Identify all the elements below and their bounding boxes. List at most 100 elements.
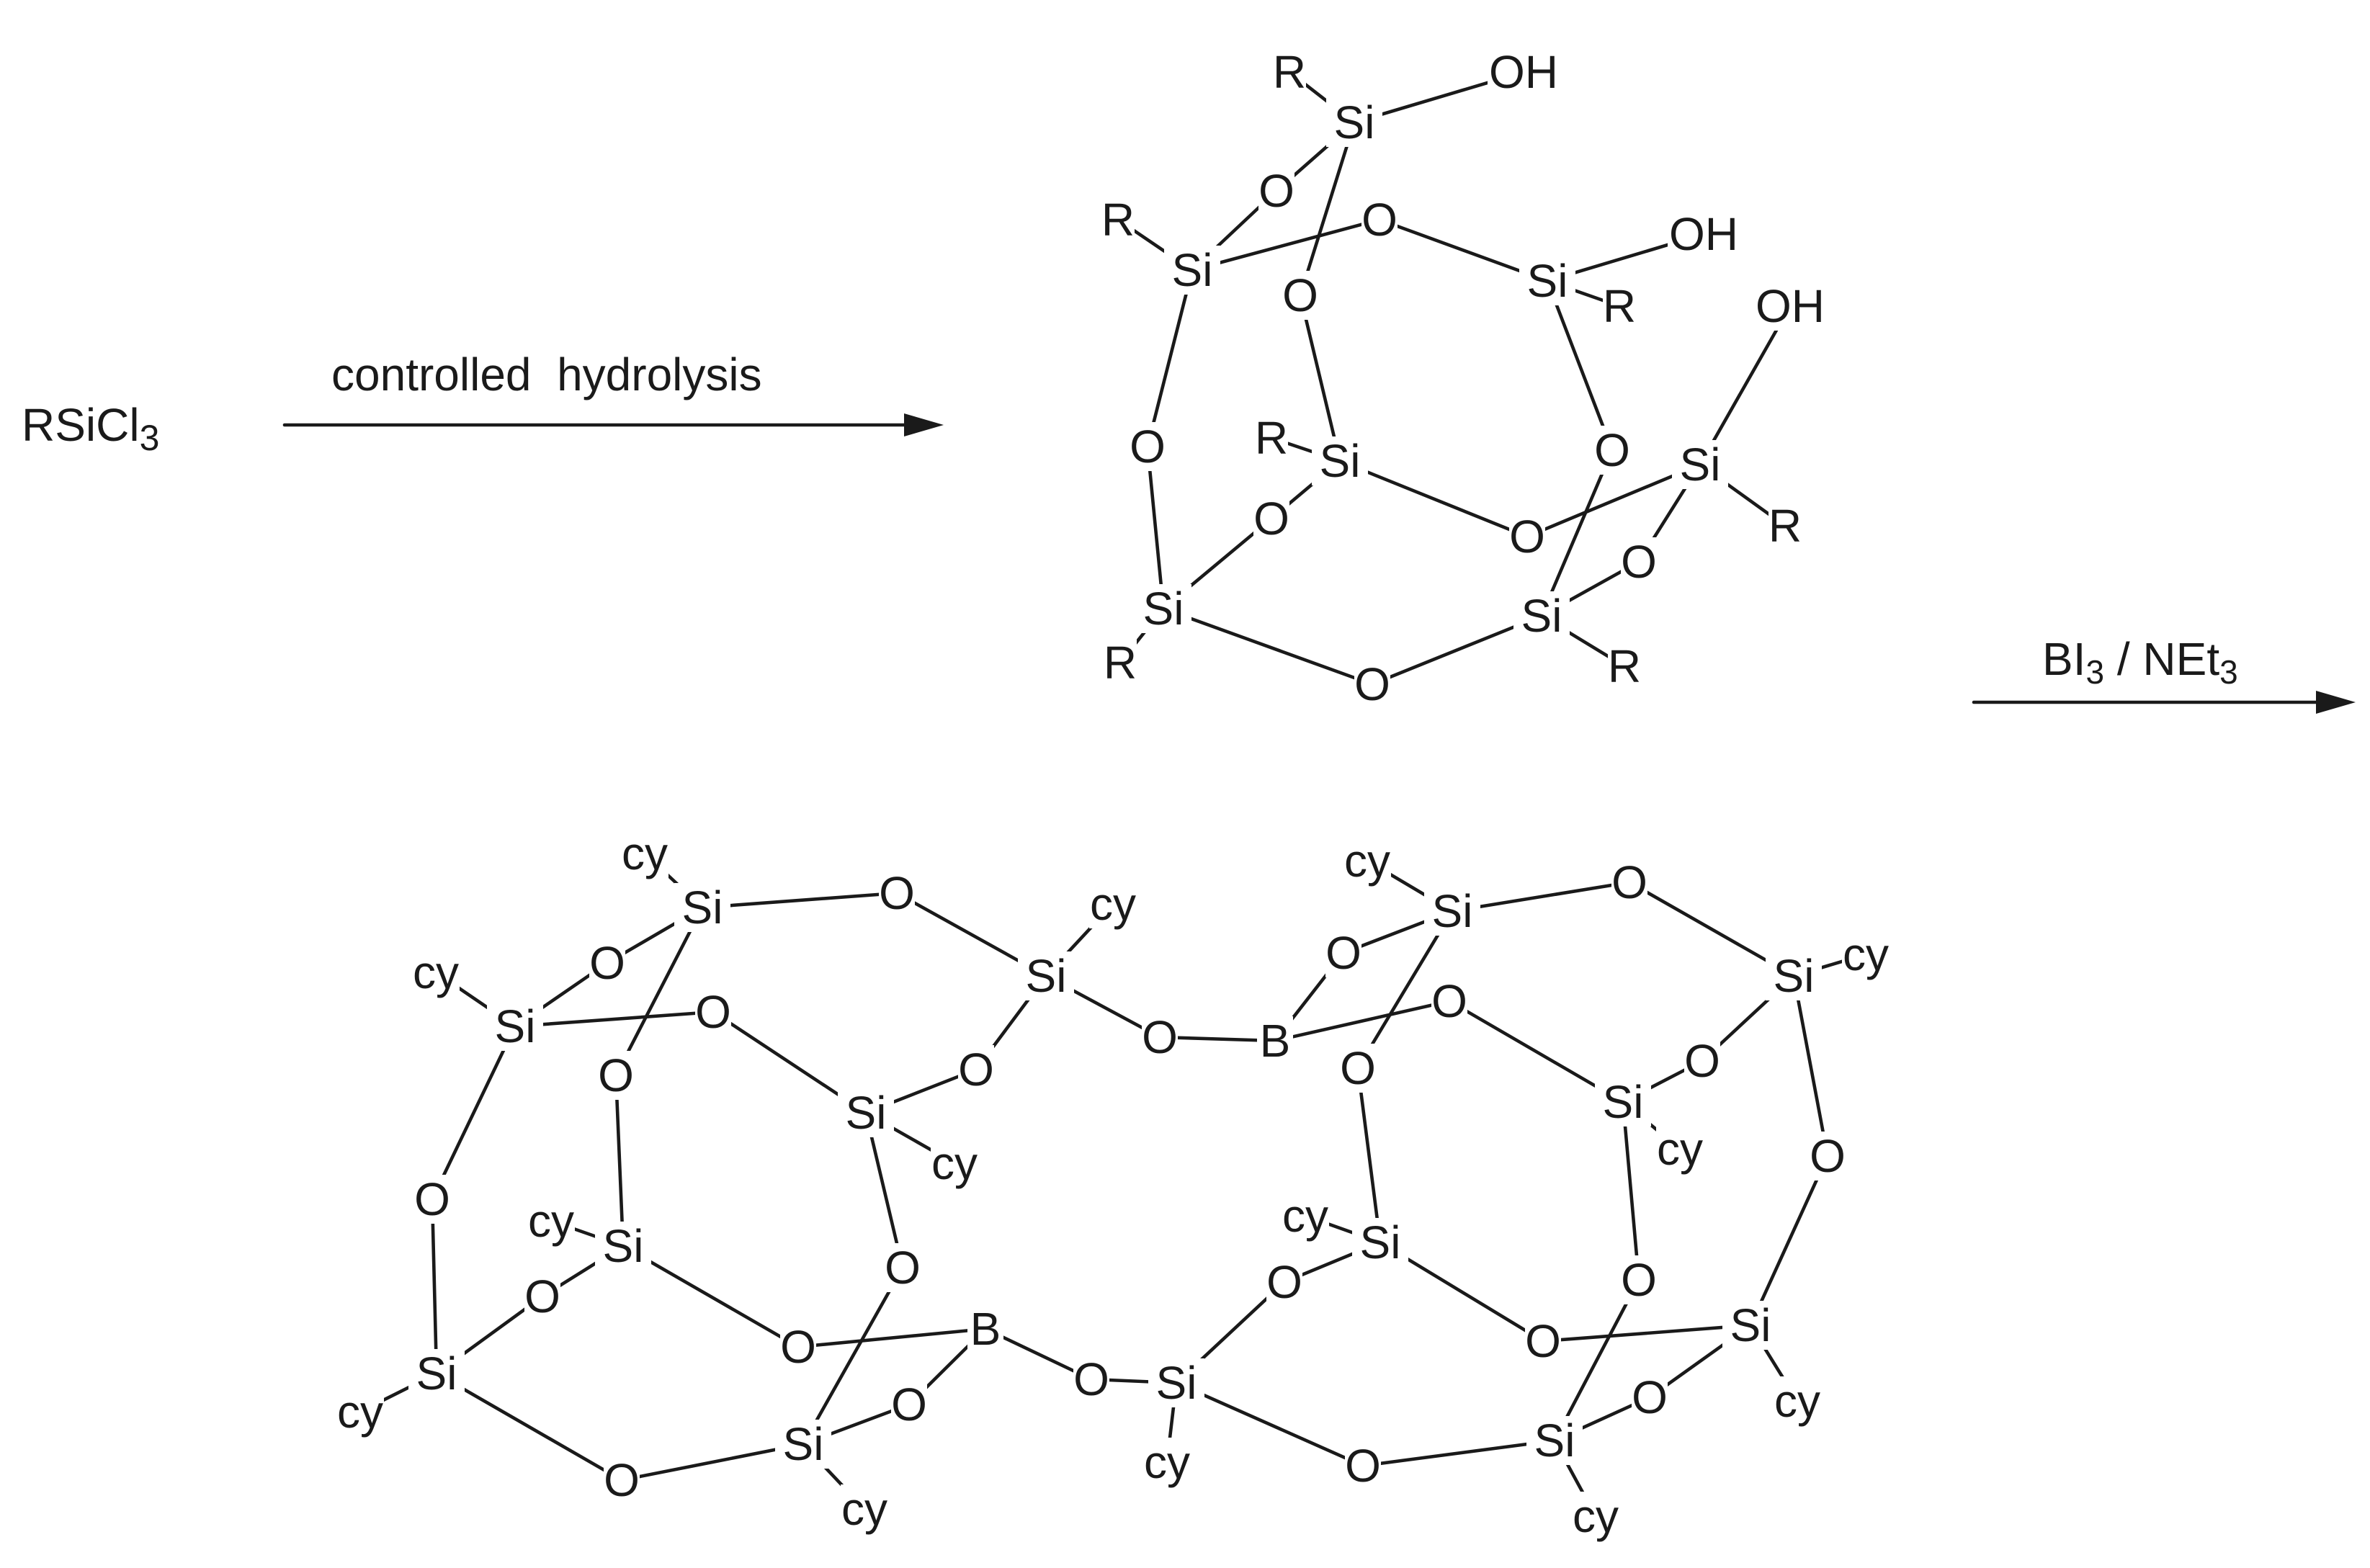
bond-t_si2-t_o4	[1145, 268, 1194, 449]
cyclohexyl-substituent-label: cy	[1282, 1190, 1328, 1242]
oxygen-atom-label: O	[1509, 511, 1545, 563]
cyclohexyl-substituent: cy	[621, 828, 668, 879]
bond-c12-c18	[1552, 1278, 1641, 1443]
oxygen-atom-label: O	[1684, 1035, 1720, 1087]
oxygen-atom: O	[1253, 493, 1289, 545]
silicon-atom-label: Si	[495, 1000, 536, 1052]
silicon-atom-label: Si	[783, 1418, 824, 1470]
oxygen-atom: O	[1142, 1011, 1178, 1063]
silicon-atom: Si	[838, 1087, 894, 1139]
oxygen-atom: O	[1684, 1035, 1720, 1087]
silicon-atom: Si	[674, 882, 730, 933]
oxygen-atom: O	[879, 867, 915, 919]
oxygen-atom: O	[1632, 1371, 1668, 1423]
oxygen-atom: O	[598, 1049, 634, 1101]
cyclohexyl-substituent-label: cy	[1344, 835, 1390, 887]
silicon-atom-label: Si	[1156, 1357, 1197, 1409]
oxygen-atom: O	[1340, 1042, 1376, 1094]
oxygen-atom: O	[1621, 536, 1657, 588]
oxygen-atom-label: O	[414, 1173, 450, 1225]
silicon-atom-label: Si	[1680, 439, 1721, 490]
oxygen-atom-label: O	[1810, 1130, 1846, 1182]
silicon-atom-label: Si	[1603, 1076, 1644, 1128]
oxygen-atom-label: O	[589, 937, 625, 989]
arrow-label-reagents: BI3 / NEt3	[2042, 633, 2238, 691]
oxygen-atom: O	[1361, 194, 1398, 246]
oxygen-atom: O	[1073, 1353, 1109, 1405]
r-substituent: R	[1101, 194, 1135, 246]
arrow-label-hydrolysis: controlled hydrolysis	[331, 349, 762, 400]
bond-a16-B2	[796, 1327, 988, 1349]
oxygen-atom: O	[1325, 927, 1361, 979]
bond-t_o5-t_si7	[1539, 448, 1614, 618]
cyclohexyl-substituent: cy	[1282, 1190, 1329, 1242]
r-substituent: R	[1603, 280, 1636, 332]
cyclohexyl-substituent-label: cy	[1843, 928, 1889, 980]
silicon-atom-label: Si	[1730, 1299, 1771, 1351]
silicon-atom: Si	[408, 1348, 465, 1399]
silicon-atom-label: Si	[1320, 435, 1361, 487]
oxygen-atom: O	[1431, 975, 1467, 1027]
bond-c8-c12	[1621, 1100, 1641, 1282]
bond-a12-a15	[430, 1197, 439, 1376]
oxygen-atom-label: O	[891, 1379, 927, 1430]
cyclohexyl-substituent: cy	[931, 1137, 978, 1189]
reactant-formula: RSiCl3	[22, 399, 159, 458]
cyclohexyl-substituent: cy	[1774, 1375, 1821, 1427]
silicon-atom-label: Si	[1432, 885, 1473, 937]
bond-c9-c14	[1748, 1154, 1830, 1327]
bond-a5-a12	[430, 1024, 517, 1201]
r-substituent: R	[1255, 412, 1288, 464]
bond-c1-c2	[1450, 880, 1632, 913]
boron-atom-label: B	[1260, 1015, 1291, 1067]
oxygen-atom: O	[1611, 856, 1647, 908]
oxygen-atom-label: O	[1325, 927, 1361, 979]
silicon-atom: Si	[1526, 1415, 1583, 1466]
oxygen-atom-label: O	[1611, 856, 1647, 908]
oxygen-atom-label: O	[1632, 1371, 1668, 1423]
r-substituent: R	[1104, 637, 1137, 689]
oxygen-atom: O	[1509, 511, 1545, 563]
silicon-atom-label: Si	[1334, 97, 1375, 148]
cyclohexyl-substituent: cy	[1143, 1436, 1191, 1488]
silicon-atom: Si	[1312, 435, 1368, 487]
silicon-atom-label: Si	[846, 1087, 887, 1139]
r-substituent-label: R	[1273, 46, 1306, 98]
boron-atom: B	[1257, 1015, 1293, 1067]
r-substituent: R	[1768, 500, 1802, 552]
hydroxyl-group-label: OH	[1669, 208, 1738, 260]
r-substituent-label: R	[1608, 640, 1641, 692]
hydroxyl-group-label: OH	[1756, 280, 1825, 332]
oxygen-atom-label: O	[1258, 165, 1294, 217]
oxygen-atom: O	[589, 937, 625, 989]
oxygen-atom-label: O	[695, 986, 731, 1038]
silicon-atom: Si	[1672, 439, 1728, 490]
silicon-atom: Si	[775, 1418, 831, 1470]
oxygen-atom-label: O	[1253, 493, 1289, 545]
silicon-atom: Si	[1164, 244, 1220, 296]
oxygen-atom: O	[1525, 1315, 1561, 1367]
silicon-atom: Si	[1513, 590, 1570, 642]
cyclohexyl-substituent: cy	[1572, 1490, 1619, 1542]
hydroxyl-group: OH	[1754, 280, 1826, 332]
cyclohexyl-substituent: cy	[1089, 878, 1137, 930]
cyclohexyl-substituent: cy	[336, 1386, 384, 1438]
r-substituent-label: R	[1101, 194, 1135, 246]
oxygen-atom-label: O	[1130, 421, 1166, 472]
bond-t_si5-t_oh3	[1698, 304, 1792, 467]
oxygen-atom-label: O	[1621, 536, 1657, 588]
silicon-atom: Si	[1595, 1076, 1651, 1128]
silicon-atom-label: Si	[416, 1348, 457, 1399]
silicon-atom-label: Si	[603, 1220, 644, 1272]
cyclohexyl-substituent-label: cy	[1144, 1436, 1190, 1488]
r-substituent-label: R	[1768, 500, 1802, 552]
bond-t_si2-t_o2	[1190, 218, 1382, 272]
cyclohexyl-substituent: cy	[412, 946, 460, 998]
oxygen-atom-label: O	[604, 1454, 640, 1506]
oxygen-atom: O	[1345, 1440, 1381, 1492]
oxygen-atom-label: O	[1266, 1256, 1302, 1308]
silicon-atom-label: Si	[1521, 590, 1562, 642]
bond-t_si1-t_o3	[1298, 120, 1356, 297]
silicon-atom-label: Si	[1360, 1217, 1401, 1268]
oxygen-atom-label: O	[1621, 1254, 1657, 1306]
